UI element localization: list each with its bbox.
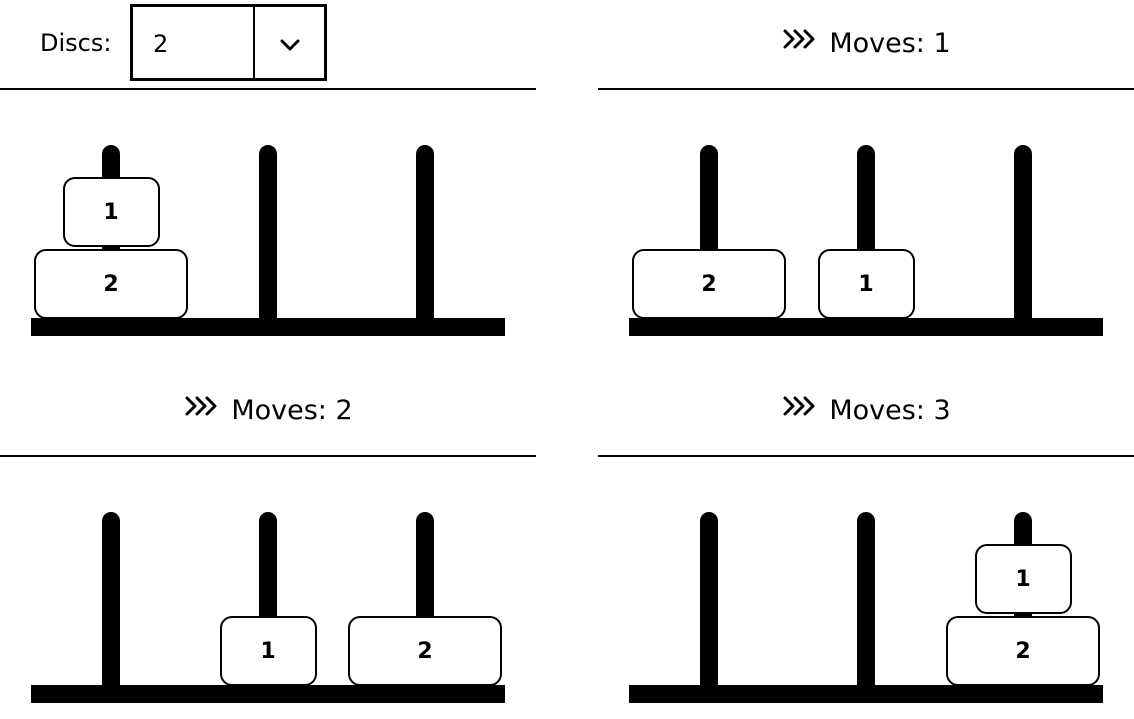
peg-3[interactable]	[1014, 145, 1032, 325]
moves-header: Moves: 2	[0, 367, 536, 457]
double-chevron-right-icon	[781, 392, 817, 426]
disc-1[interactable]: 1	[817, 249, 915, 319]
disc-2[interactable]: 2	[632, 249, 786, 319]
moves-indicator: Moves: 1	[598, 26, 1134, 61]
peg-1[interactable]	[102, 512, 120, 692]
controls-header: Discs: 2	[0, 0, 536, 90]
disc-1[interactable]: 1	[62, 177, 160, 247]
board-base	[31, 318, 505, 336]
board-base	[629, 318, 1103, 336]
select-divider	[253, 7, 255, 78]
discs-select-value: 2	[153, 30, 169, 58]
moves-header: Moves: 3	[598, 367, 1134, 457]
peg-2[interactable]	[259, 145, 277, 325]
moves-count: Moves: 2	[231, 394, 353, 426]
moves-count: Moves: 1	[829, 27, 951, 59]
moves-header: Moves: 1	[598, 0, 1134, 90]
chevron-down-icon[interactable]	[279, 34, 301, 60]
discs-label: Discs:	[40, 29, 112, 57]
double-chevron-right-icon	[781, 25, 817, 59]
board-base	[629, 685, 1103, 703]
peg-1[interactable]	[700, 512, 718, 692]
disc-1[interactable]: 1	[974, 544, 1072, 614]
double-chevron-right-icon	[183, 392, 219, 426]
moves-count: Moves: 3	[829, 394, 951, 426]
moves-indicator: Moves: 3	[598, 393, 1134, 428]
disc-1[interactable]: 1	[219, 616, 317, 686]
peg-3[interactable]	[416, 145, 434, 325]
board-base	[31, 685, 505, 703]
discs-select[interactable]: 2	[130, 4, 327, 81]
disc-2[interactable]: 2	[946, 616, 1100, 686]
disc-2[interactable]: 2	[34, 249, 188, 319]
disc-2[interactable]: 2	[348, 616, 502, 686]
peg-2[interactable]	[857, 512, 875, 692]
moves-indicator: Moves: 2	[0, 393, 536, 428]
